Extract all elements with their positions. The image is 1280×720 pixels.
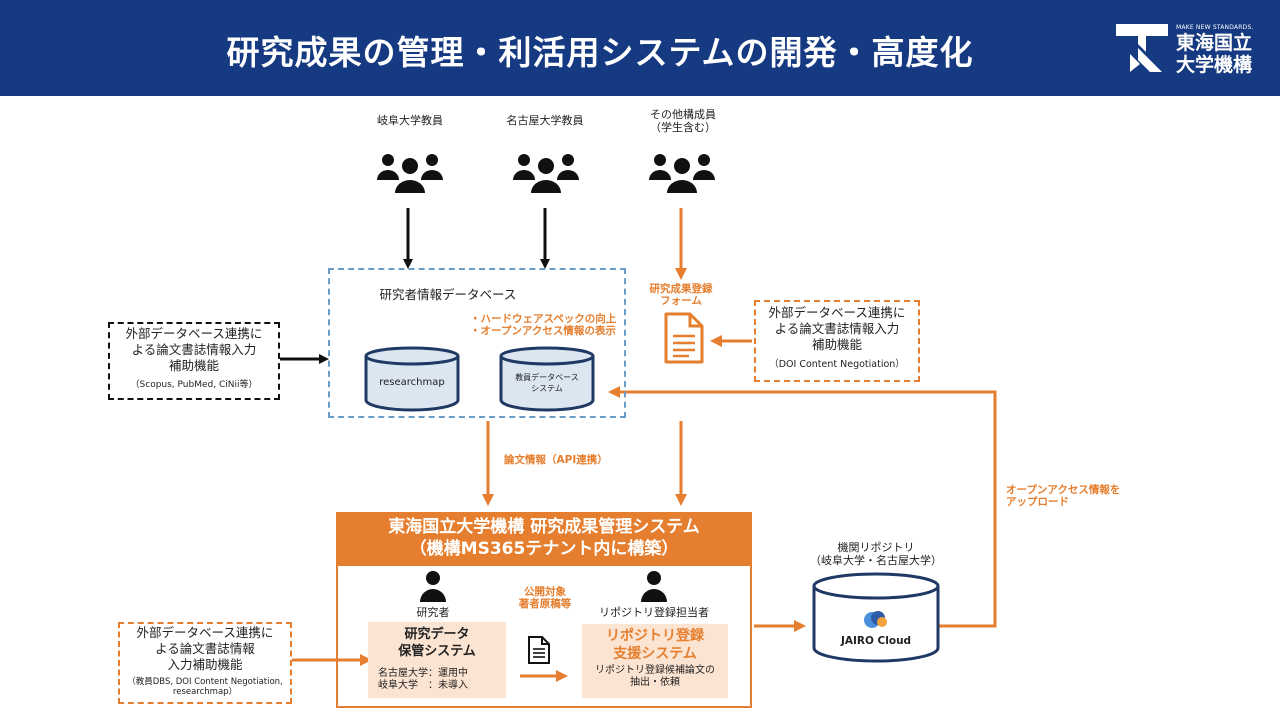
support-system-title: リポジトリ登録 支援システム xyxy=(582,627,728,663)
logo-name-line1: 東海国立 xyxy=(1176,32,1253,54)
open-access-flow-label: オープンアクセス情報を アップロード xyxy=(1006,484,1166,508)
user-label-others-line1: その他構成員 xyxy=(650,108,716,121)
support-title-line2: 支援システム xyxy=(613,646,697,662)
ext-db-box-right-top xyxy=(754,300,920,382)
support-title-line1: リポジトリ登録 xyxy=(606,628,704,644)
people-group-icon xyxy=(513,154,579,193)
support-desc: リポジトリ登録候補論文の 抽出・依頼 xyxy=(582,665,728,689)
ext-db-box-left-bottom xyxy=(118,622,292,704)
logo-mark-icon xyxy=(1116,24,1168,74)
support-desc-line2: 抽出・依頼 xyxy=(630,677,680,688)
people-group-icon xyxy=(377,154,443,193)
status-nagoya: 名古屋大学：運用中 xyxy=(378,668,468,679)
ext-db-right-top-note: （DOI Content Negotiation） xyxy=(769,359,905,370)
researcher-db-box xyxy=(328,268,626,418)
storage-system-box xyxy=(368,622,506,698)
ext-left-bottom-line3: 入力補助機能 xyxy=(167,657,243,672)
researcher-db-note-1: ・ハードウェアスペックの向上 xyxy=(470,313,617,325)
form-label-line1: 研究成果登録 xyxy=(649,283,713,295)
logo-name-line2: 大学機構 xyxy=(1176,54,1253,76)
repository-label: 機関リポジトリ （岐阜大学・名古屋大学） xyxy=(796,541,956,567)
arrow-repo-to-db xyxy=(608,386,997,628)
ext-db-left-bottom-note: （教員DBS, DOI Content Negotiation, researc… xyxy=(118,677,292,697)
api-flow-label: 論文情報（API連携） xyxy=(504,454,608,466)
storage-title-line1: 研究データ xyxy=(404,627,470,642)
ext-db-left-top-text: 外部データベース連携に よる論文書誌情報入力 補助機能 xyxy=(108,326,280,374)
db-faculty-line2: システム xyxy=(531,384,563,393)
ext-left-bottom-line2: よる論文書誌情報 xyxy=(155,641,255,656)
repo-staff-label: リポジトリ登録担当者 xyxy=(599,606,709,619)
public-target-line1: 公開対象 xyxy=(524,586,566,598)
open-access-line1: オープンアクセス情報を xyxy=(1006,484,1121,496)
storage-status: 名古屋大学：運用中 岐阜大学 ：未導入 xyxy=(378,668,508,692)
database-cylinder-icon xyxy=(364,346,460,412)
person-icon xyxy=(420,571,446,602)
ext-left-bottom-note-line2: researchmap） xyxy=(172,687,238,697)
mgmt-system-header: 東海国立大学機構 研究成果管理システム （機構MS365テナント内に構築） xyxy=(336,512,752,566)
support-desc-line1: リポジトリ登録候補論文の xyxy=(595,665,715,676)
storage-title-line2: 保管システム xyxy=(398,644,476,659)
repository-label-line2: （岐阜大学・名古屋大学） xyxy=(810,554,942,567)
logo-tagline: MAKE NEW STANDARDS. xyxy=(1176,24,1254,31)
mgmt-system-title-line1: 東海国立大学機構 研究成果管理システム xyxy=(388,517,700,537)
ext-left-top-line2: よる論文書誌情報入力 xyxy=(131,342,257,357)
researcher-db-notes: ・ハードウェアスペックの向上 ・オープンアクセス情報の表示 xyxy=(470,313,630,337)
storage-system-title: 研究データ 保管システム xyxy=(368,626,506,660)
repository-label-line1: 機関リポジトリ xyxy=(837,541,915,554)
ext-db-box-left-top xyxy=(108,322,280,400)
database-cylinder-icon xyxy=(499,346,595,412)
header-bar xyxy=(0,0,1280,96)
db-researchmap-label: researchmap xyxy=(379,377,445,388)
jairo-logo-icon xyxy=(864,611,887,628)
user-label-gifu: 岐阜大学教員 xyxy=(377,114,443,127)
researcher-label: 研究者 xyxy=(416,606,450,619)
user-label-others: その他構成員 （学生含む） xyxy=(623,108,743,134)
user-label-nagoya: 名古屋大学教員 xyxy=(506,114,584,127)
ext-db-left-bottom-text: 外部データベース連携に よる論文書誌情報 入力補助機能 xyxy=(118,625,292,673)
person-icon xyxy=(641,571,667,602)
ext-left-top-line3: 補助機能 xyxy=(168,358,219,373)
ext-right-top-line3: 補助機能 xyxy=(811,337,862,352)
mgmt-system-title-line2: （機構MS365テナント内に構築） xyxy=(409,539,679,559)
page-title: 研究成果の管理・利活用システムの開発・高度化 xyxy=(226,33,974,72)
ext-left-bottom-line1: 外部データベース連携に xyxy=(136,625,274,640)
repository-db-name: JAIRO Cloud xyxy=(840,635,912,647)
status-gifu: 岐阜大学 ：未導入 xyxy=(378,680,468,691)
ext-right-top-line1: 外部データベース連携に xyxy=(768,305,906,320)
ext-db-left-top-note: （Scopus, PubMed, CiNii等） xyxy=(130,380,258,390)
db-faculty-line1: 教員データベース xyxy=(515,373,579,382)
user-label-others-line2: （学生含む） xyxy=(650,121,716,134)
support-system-box xyxy=(582,624,728,698)
people-group-icon xyxy=(649,154,715,193)
researcher-db-note-2: ・オープンアクセス情報の表示 xyxy=(470,325,616,337)
form-label-line2: フォーム xyxy=(660,295,702,307)
open-access-line2: アップロード xyxy=(1006,496,1069,508)
db-faculty-label: 教員データベース システム xyxy=(499,372,595,394)
public-target-label: 公開対象 著者原稿等 xyxy=(500,586,590,610)
form-label: 研究成果登録 フォーム xyxy=(636,283,726,307)
document-icon xyxy=(664,312,704,364)
ext-left-bottom-note-line1: （教員DBS, DOI Content Negotiation, xyxy=(127,677,283,687)
logo-name: 東海国立 大学機構 xyxy=(1176,32,1268,76)
ext-left-top-line1: 外部データベース連携に xyxy=(125,326,263,341)
ext-db-right-top-text: 外部データベース連携に よる論文書誌情報入力 補助機能 xyxy=(754,305,920,353)
ext-right-top-line2: よる論文書誌情報入力 xyxy=(774,321,900,336)
document-icon xyxy=(528,636,550,664)
public-target-line2: 著者原稿等 xyxy=(518,598,572,610)
researcher-db-title: 研究者情報データベース xyxy=(379,287,517,302)
